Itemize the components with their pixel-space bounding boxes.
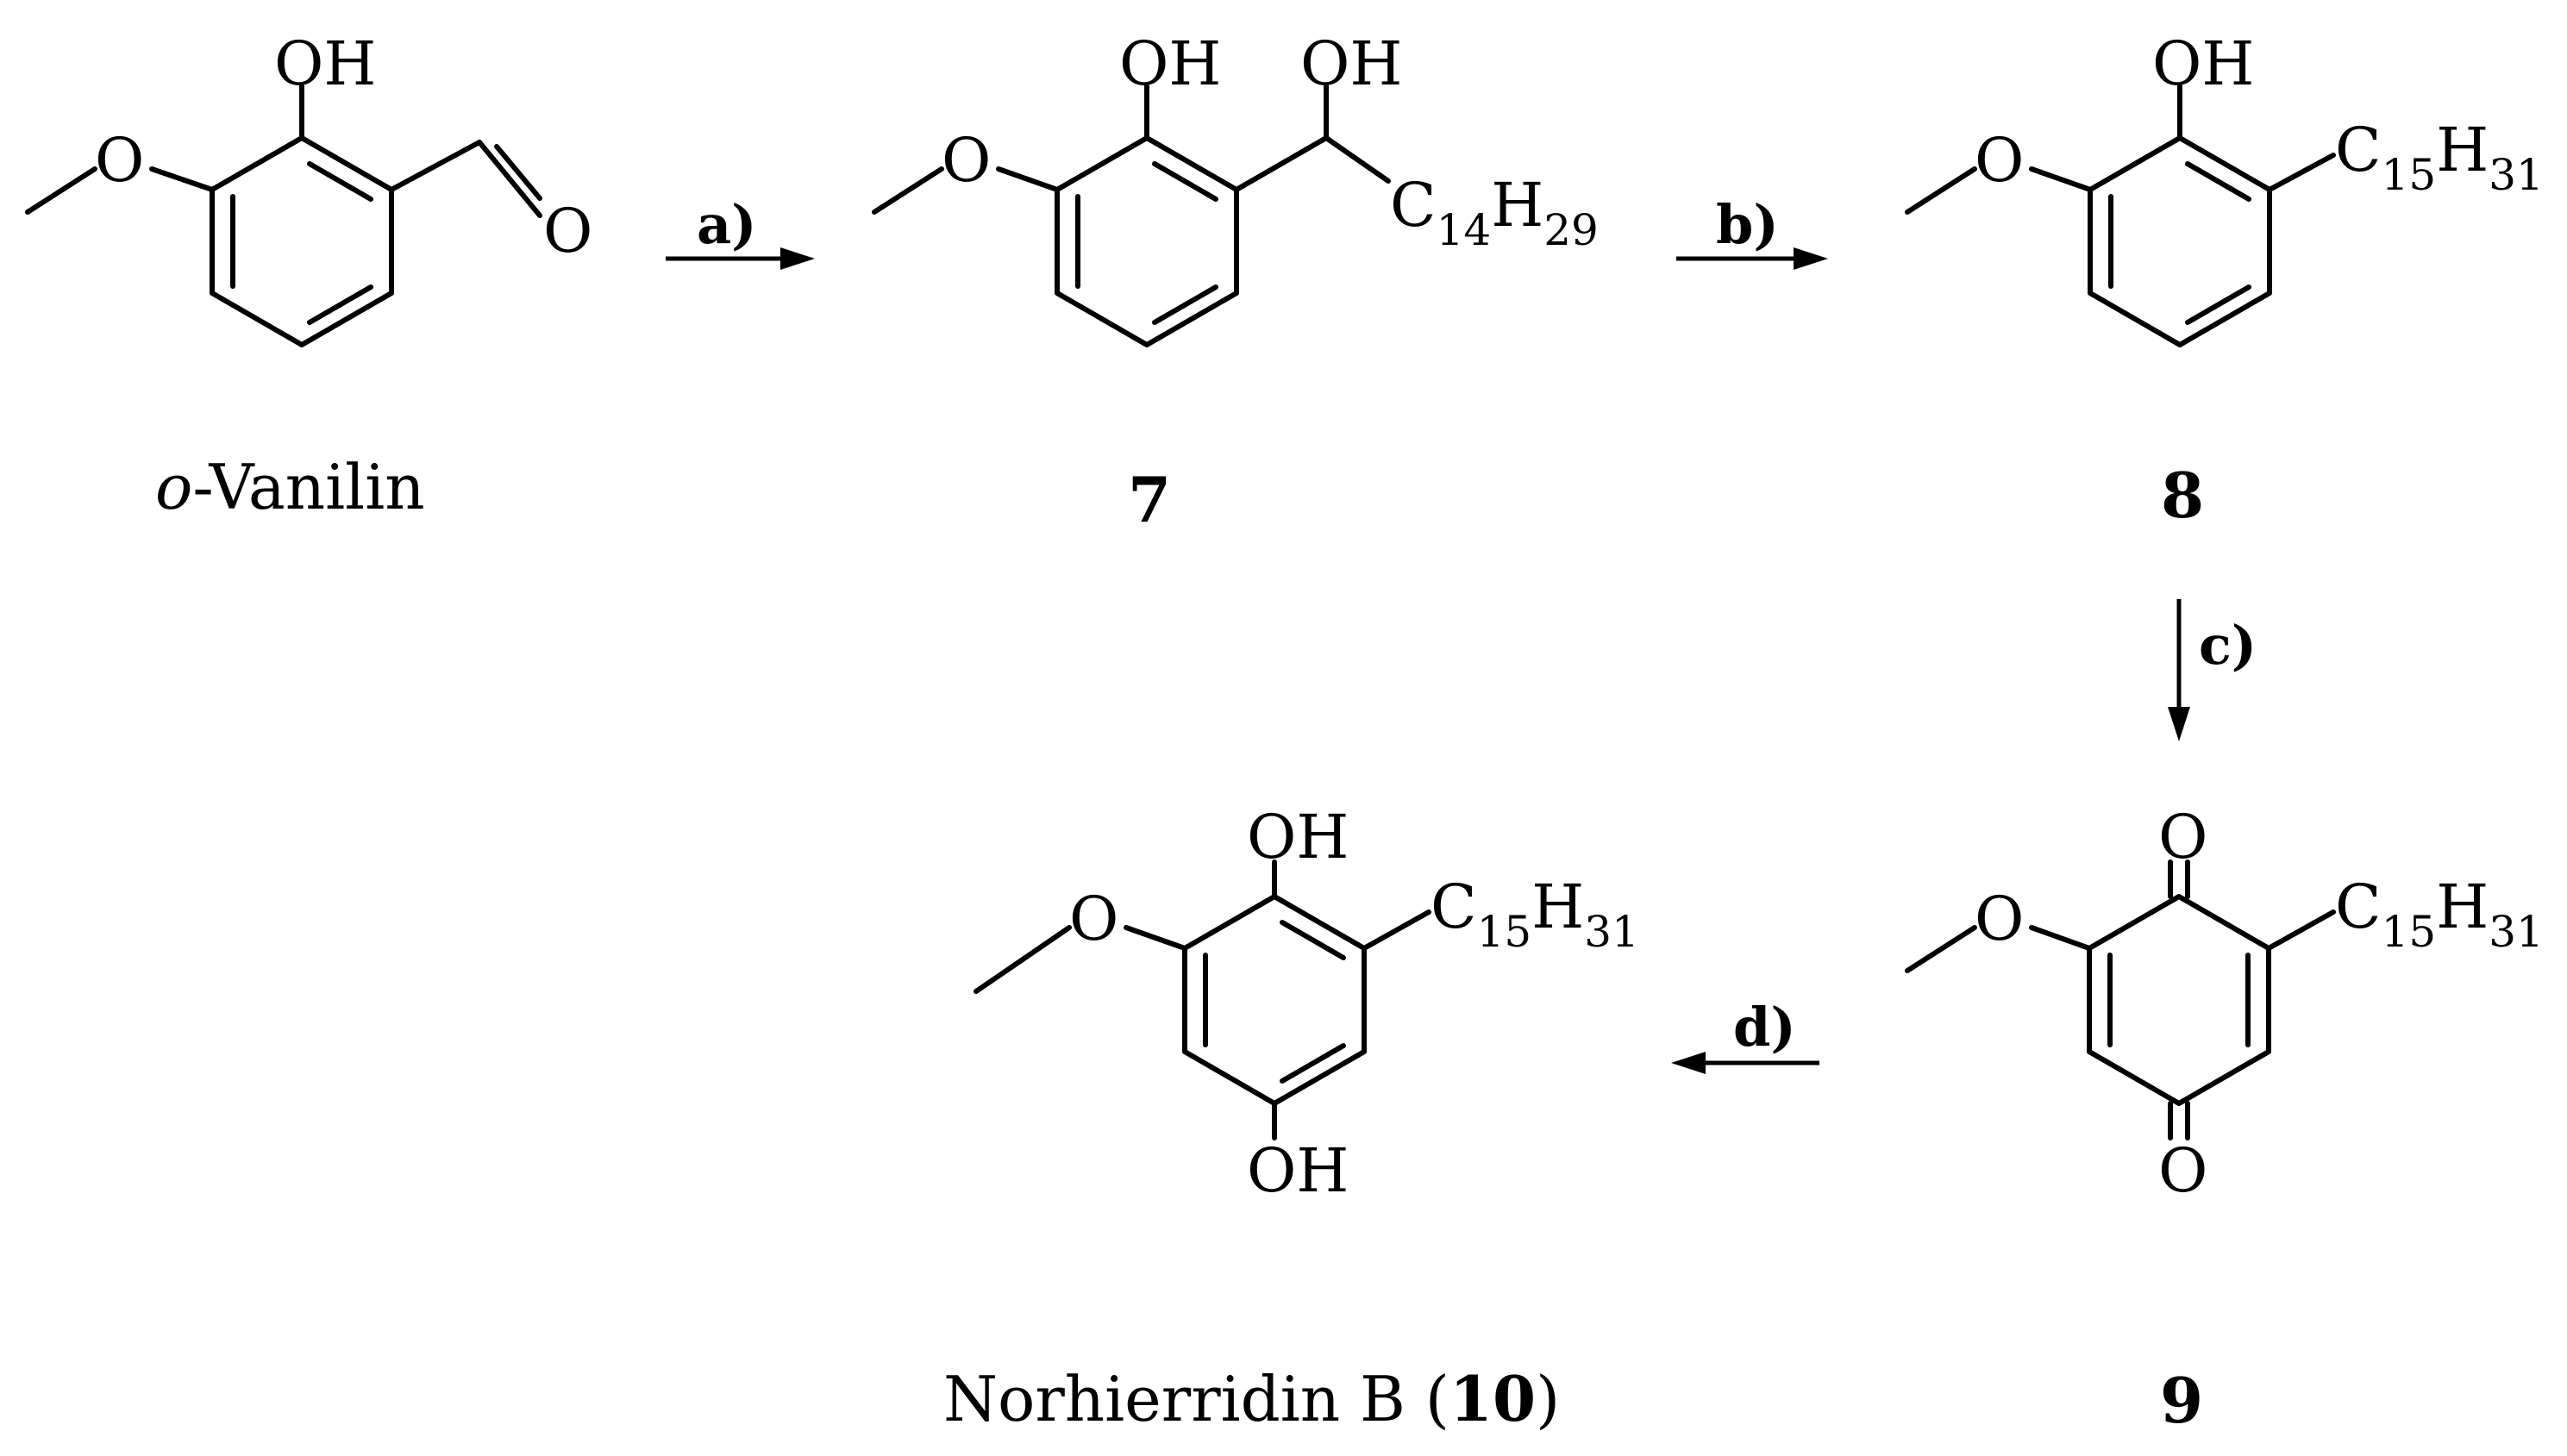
- compound-7-chain-oh-label: OH: [1300, 28, 1402, 99]
- reaction-arrow-d: d): [1671, 996, 1819, 1074]
- compound-10-bottom-oh-label: OH: [1247, 1135, 1349, 1206]
- compound-7-chain-c-sub: 14: [1437, 205, 1492, 255]
- compound-10-chain-c-sub: 15: [1477, 907, 1532, 957]
- step-label-c: c): [2199, 614, 2257, 677]
- compound-9-chain-h: H: [2436, 872, 2489, 942]
- compound-8-chain-formula: C15H31: [2335, 115, 2544, 200]
- vanillin-oh-label: OH: [274, 28, 376, 99]
- compound-10-caption-number: 10: [1449, 1362, 1536, 1435]
- compound-8-bonds: [1905, 84, 2336, 347]
- compound-9-number: 9: [2160, 1364, 2203, 1437]
- compound-10-bonds: [974, 859, 1431, 1140]
- compound-9-methoxy-o-label: O: [1975, 884, 2024, 954]
- compound-9-chain-c-sub: 15: [2382, 907, 2437, 957]
- compound-10-methoxy-o-label: O: [1069, 884, 1118, 954]
- vanillin-bonds: [25, 84, 542, 347]
- step-label-a: a): [697, 193, 757, 256]
- compound-7-ring-oh-label: OH: [1119, 28, 1221, 99]
- reaction-arrow-a: a): [666, 193, 815, 270]
- compound-10-caption-close: ): [1536, 1363, 1560, 1435]
- compound-10-chain-formula: C15H31: [1431, 872, 1639, 957]
- vanillin-caption-rest: -Vanilin: [192, 451, 424, 523]
- compound-8-chain-h-sub: 31: [2489, 150, 2544, 200]
- compound-7-number: 7: [1128, 463, 1171, 536]
- compound-10-caption-name: Norhierridin B (: [943, 1363, 1449, 1435]
- compound-8-methoxy-o-label: O: [1975, 125, 2024, 196]
- compound-8-chain-h: H: [2436, 115, 2489, 185]
- compound-10-caption: Norhierridin B (10): [943, 1362, 1560, 1435]
- compound-9-top-o-label: O: [2158, 802, 2207, 872]
- compound-8: OH O C15H31 8: [1905, 28, 2544, 532]
- compound-10-top-oh-label: OH: [1247, 802, 1349, 872]
- compound-10-chain-h: H: [1531, 872, 1584, 942]
- compound-9-bottom-o-label: O: [2158, 1135, 2207, 1206]
- compound-8-chain-c-sub: 15: [2382, 150, 2437, 200]
- compound-8-number: 8: [2161, 459, 2204, 532]
- compound-o-vanillin: OH O O o-Vanilin: [25, 28, 592, 523]
- vanillin-caption: o-Vanilin: [155, 451, 425, 523]
- compound-9-chain-c: C: [2335, 872, 2382, 942]
- compound-7-chain-h-sub: 29: [1543, 205, 1599, 255]
- compound-10: OH OH O C15H31 Norhierridin B (10): [943, 802, 1639, 1435]
- compound-7-chain-c: C: [1390, 170, 1437, 241]
- compound-9-chain-formula: C15H31: [2335, 872, 2544, 957]
- compound-10-chain-c: C: [1431, 872, 1477, 942]
- vanillin-aldehyde-o-label: O: [543, 196, 592, 266]
- step-label-d: d): [1733, 996, 1796, 1059]
- vanillin-caption-prefix: o: [155, 451, 192, 523]
- compound-9: O O O C15H31 9: [1905, 802, 2544, 1437]
- compound-7: OH OH O C14H29 7: [872, 28, 1599, 536]
- compound-7-bonds: [872, 84, 1391, 347]
- compound-7-methoxy-o-label: O: [942, 125, 991, 196]
- compound-9-bonds: [1905, 859, 2336, 1140]
- vanillin-methoxy-o-label: O: [95, 125, 144, 196]
- compound-9-chain-h-sub: 31: [2489, 907, 2544, 957]
- compound-7-chain-h: H: [1491, 170, 1543, 241]
- compound-10-chain-h-sub: 31: [1584, 907, 1639, 957]
- step-label-b: b): [1716, 193, 1779, 256]
- compound-7-chain-formula: C14H29: [1390, 170, 1599, 255]
- reaction-arrow-c: c): [2168, 599, 2257, 741]
- compound-8-oh-label: OH: [2152, 28, 2254, 99]
- reaction-arrow-b: b): [1676, 193, 1828, 270]
- compound-8-chain-c: C: [2335, 115, 2382, 185]
